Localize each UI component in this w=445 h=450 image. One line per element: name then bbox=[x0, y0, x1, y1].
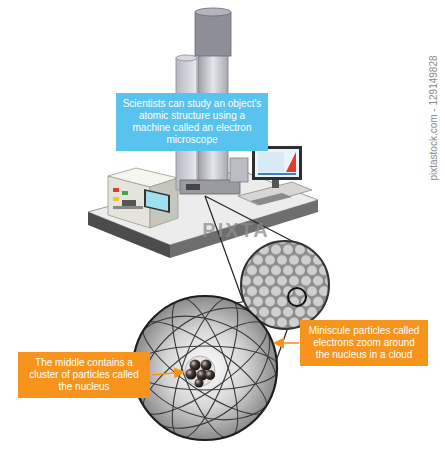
computer-monitor bbox=[250, 193, 292, 205]
info-box: Scientists can study an object's atomic … bbox=[116, 93, 268, 152]
callout-box: The middle contains a cluster of particl… bbox=[18, 352, 150, 399]
control-console bbox=[122, 200, 136, 206]
watermark-logo: PIXTA bbox=[202, 219, 269, 242]
control-console bbox=[144, 189, 170, 213]
nucleus-particles bbox=[195, 379, 204, 388]
control-console bbox=[113, 188, 119, 192]
control-console bbox=[113, 206, 143, 209]
computer-monitor bbox=[238, 146, 312, 205]
computer-monitor bbox=[258, 173, 296, 175]
atom-view bbox=[131, 346, 279, 390]
callout-arrows bbox=[152, 372, 184, 375]
microscope-column bbox=[176, 55, 197, 61]
nucleus-particles bbox=[201, 360, 212, 371]
atom-view bbox=[159, 291, 251, 445]
watermark-id: pixtastock.com - 129149828 bbox=[428, 55, 439, 180]
callout-arrows bbox=[274, 342, 299, 344]
microscope-column bbox=[186, 184, 200, 190]
callout-arrows bbox=[152, 343, 299, 375]
nucleus-particles bbox=[205, 370, 215, 380]
microscope-column bbox=[195, 8, 231, 16]
nucleus-particles bbox=[186, 360, 216, 388]
computer-monitor bbox=[255, 149, 299, 177]
atom-view bbox=[132, 308, 278, 429]
callout-box: Miniscule particles called electrons zoo… bbox=[300, 320, 428, 367]
atom-view bbox=[159, 291, 251, 445]
nucleus-particles bbox=[186, 369, 197, 380]
lattice-view bbox=[288, 288, 306, 306]
control-console bbox=[113, 197, 119, 201]
control-console bbox=[146, 191, 168, 211]
microscope-column bbox=[230, 158, 248, 182]
microscope-column bbox=[195, 12, 231, 56]
atom-view bbox=[133, 296, 277, 440]
atom-view bbox=[132, 308, 278, 429]
computer-monitor bbox=[286, 152, 296, 172]
control-console bbox=[108, 168, 178, 228]
computer-monitor bbox=[258, 152, 284, 172]
box-text: The middle contains a cluster of particl… bbox=[24, 357, 144, 394]
zoom-lines bbox=[205, 196, 243, 301]
box-text: Miniscule particles called electrons zoo… bbox=[306, 325, 422, 362]
control-console bbox=[122, 191, 128, 195]
box-text: Scientists can study an object's atomic … bbox=[122, 98, 262, 147]
